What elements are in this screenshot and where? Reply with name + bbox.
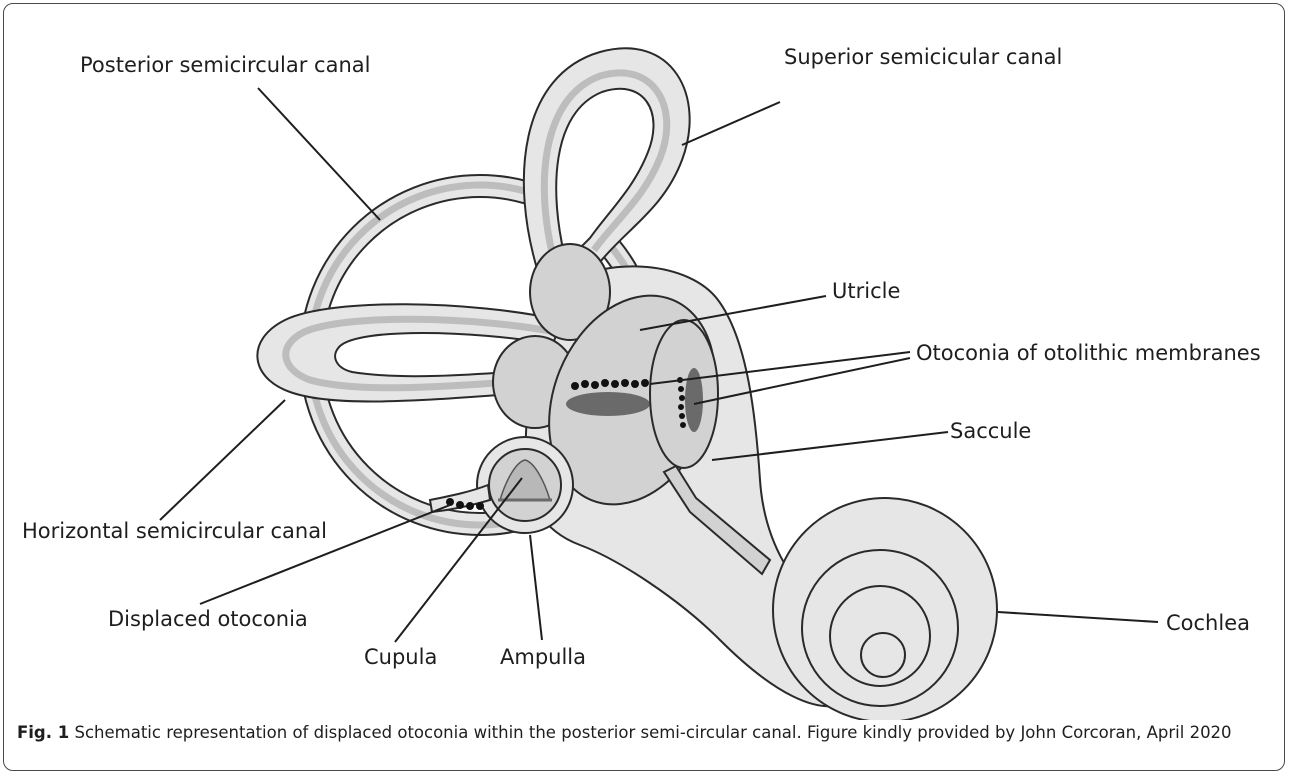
figure-caption: Fig. 1 Schematic representation of displ…: [17, 722, 1267, 743]
leader-horizontal: [160, 400, 285, 520]
label-cochlea: Cochlea: [1166, 611, 1250, 635]
leader-cochlea: [998, 612, 1158, 622]
inner-ear-diagram: Posterior semicircular canal Superior se…: [0, 0, 1290, 720]
label-otoconia-membranes: Otoconia of otolithic membranes: [916, 341, 1261, 365]
saccule-shape: [650, 320, 718, 468]
label-utricle: Utricle: [832, 279, 900, 303]
leader-ampulla: [530, 535, 542, 640]
leader-posterior: [258, 88, 380, 220]
label-cupula: Cupula: [364, 645, 437, 669]
utricle-macula: [566, 392, 650, 416]
caption-text: Schematic representation of displaced ot…: [69, 723, 1231, 742]
caption-label: Fig. 1: [17, 723, 69, 742]
label-ampulla: Ampulla: [500, 645, 586, 669]
leader-superior: [682, 102, 780, 145]
label-superior-canal: Superior semicicular canal: [784, 45, 1062, 69]
label-saccule: Saccule: [950, 419, 1031, 443]
cochlea-shape: [773, 498, 997, 720]
label-horizontal-canal: Horizontal semicircular canal: [22, 519, 327, 543]
label-posterior-canal: Posterior semicircular canal: [80, 53, 370, 77]
superior-canal-shape: [524, 48, 690, 278]
label-displaced-otoconia: Displaced otoconia: [108, 607, 308, 631]
